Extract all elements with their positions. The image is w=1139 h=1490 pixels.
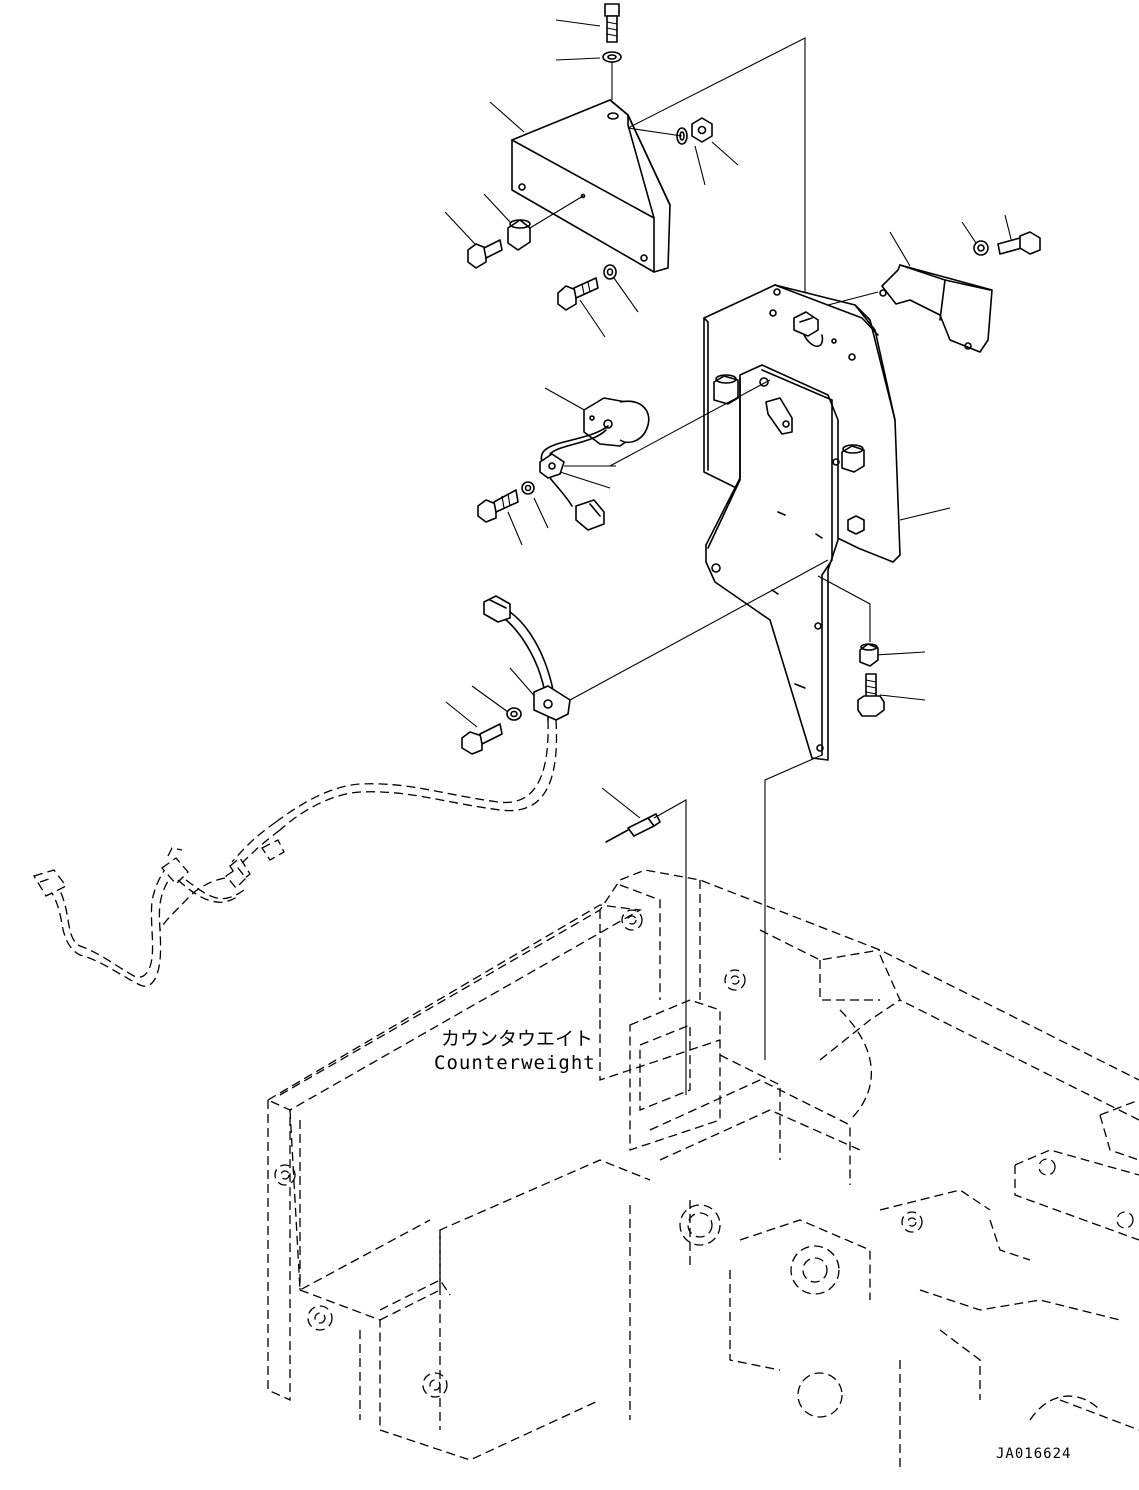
wire-harness [33,719,558,987]
counterweight-label: カウンタウエイト Counterweight [434,1028,596,1074]
rivet-icon [605,813,661,843]
bolt-icon [477,489,519,523]
bolt-icon [461,723,503,755]
nut-icon [691,117,713,143]
counterweight-frame [267,869,1139,1470]
front-bracket [705,364,840,761]
washer-icon [603,264,617,280]
cover-bracket [827,264,993,353]
bolt-icon [604,3,620,43]
bolt-icon [557,277,599,311]
washer-icon [521,481,535,495]
standoff-icon [847,515,865,535]
top-bracket [511,99,671,273]
standoff-icon [713,374,739,405]
washer-icon [973,240,989,256]
washer-icon [506,707,522,721]
clip-icon [533,685,571,721]
bolt-icon [857,673,885,717]
counterweight-label-en: Counterweight [434,1052,596,1074]
clip-icon [539,453,565,479]
standoff-icon [841,444,865,473]
connector-icon [483,595,511,623]
horn-icon [583,397,650,447]
spacer-icon [507,219,531,251]
counterweight-label-jp: カウンタウエイト [441,1028,593,1050]
bolt-icon [467,239,503,269]
drawing-id: JA016624 [996,1446,1071,1462]
washer-icon [602,51,622,63]
nut-icon [859,643,879,667]
bolt-icon [997,231,1041,255]
connector-icon [575,499,605,531]
